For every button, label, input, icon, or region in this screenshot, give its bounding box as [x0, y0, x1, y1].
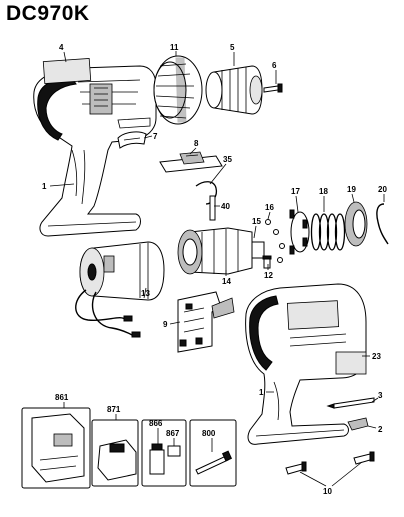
callout-13: 13 — [141, 289, 150, 298]
clutch-spring — [310, 213, 346, 251]
callout-1-bottom: 1 — [259, 388, 264, 397]
housing-left-half — [33, 57, 157, 237]
chuck — [205, 65, 263, 115]
callout-20: 20 — [378, 185, 387, 194]
callout-1-top: 1 — [42, 182, 47, 191]
pin — [209, 195, 216, 221]
gearbox — [177, 227, 265, 275]
callout-10: 10 — [323, 487, 332, 496]
callout-3: 3 — [378, 391, 383, 400]
callout-5: 5 — [230, 43, 235, 52]
callout-866: 866 — [149, 419, 163, 428]
clutch-plate — [289, 209, 310, 255]
callout-17: 17 — [291, 187, 300, 196]
leader-lines — [49, 51, 385, 487]
motor — [75, 241, 165, 338]
callout-2: 2 — [378, 425, 383, 434]
callout-19: 19 — [347, 185, 356, 194]
adjusting-nut — [344, 201, 368, 247]
switch-module — [177, 291, 235, 353]
bit-holder-clip — [347, 417, 369, 431]
callout-11: 11 — [170, 43, 179, 52]
callout-8: 8 — [194, 139, 199, 148]
callout-35: 35 — [223, 155, 232, 164]
callout-12: 12 — [264, 271, 273, 280]
callout-15: 15 — [252, 217, 261, 226]
callout-23: 23 — [372, 352, 381, 361]
kit-box-800 — [189, 419, 237, 487]
kit-box-871 — [91, 419, 139, 487]
callout-867: 867 — [166, 429, 180, 438]
callout-14: 14 — [222, 277, 231, 286]
model-number: DC970K — [6, 2, 90, 25]
callout-9: 9 — [163, 320, 168, 329]
clutch-ring — [153, 55, 203, 125]
retaining-wire — [376, 203, 389, 245]
housing-screws — [285, 451, 375, 475]
chuck-screw — [263, 83, 283, 93]
switch-slide — [159, 151, 223, 173]
callout-861: 861 — [55, 393, 69, 402]
callout-800: 800 — [202, 429, 216, 438]
kit-box-866-867 — [141, 419, 187, 487]
set-screw — [262, 255, 272, 269]
kit-box-861 — [21, 407, 91, 489]
callout-16: 16 — [265, 203, 274, 212]
callout-871: 871 — [107, 405, 121, 414]
callout-40: 40 — [221, 202, 230, 211]
ball-bearings — [265, 219, 285, 263]
callout-4: 4 — [59, 43, 64, 52]
callout-6: 6 — [272, 61, 277, 70]
callout-7: 7 — [153, 132, 158, 141]
assembled-drill-housing — [245, 283, 367, 445]
trigger-lever — [117, 131, 147, 149]
screwdriver-bit — [326, 397, 375, 409]
callout-18: 18 — [319, 187, 328, 196]
